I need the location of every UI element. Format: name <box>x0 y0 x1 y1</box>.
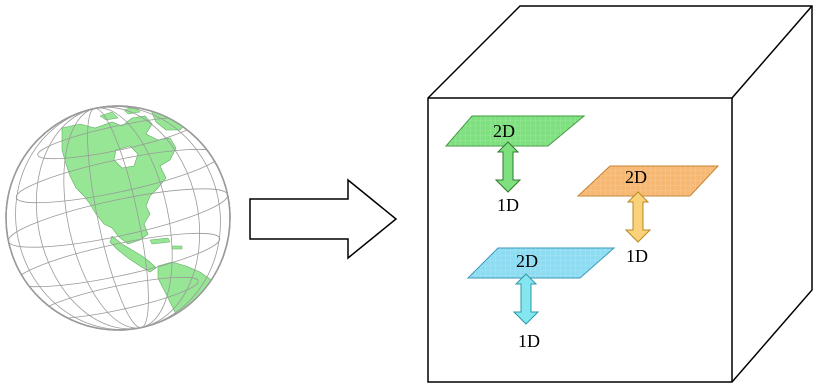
plane-blue-2d-label: 2D <box>516 251 538 271</box>
plane-green-1d-label: 1D <box>497 195 519 215</box>
plane-green-2d-label: 2D <box>493 121 515 141</box>
right-arrow-icon <box>249 178 398 260</box>
double-arrow-icon <box>512 273 540 325</box>
globe-icon <box>5 105 231 331</box>
plane-green <box>444 115 586 193</box>
double-arrow-icon <box>494 141 522 193</box>
plane-orange <box>576 165 720 243</box>
plane-blue <box>466 247 616 325</box>
plane-orange-2d-label: 2D <box>625 167 647 187</box>
plane-blue-1d-label: 1D <box>518 331 540 351</box>
double-arrow-icon <box>624 191 652 243</box>
plane-orange-1d-label: 1D <box>626 246 648 266</box>
